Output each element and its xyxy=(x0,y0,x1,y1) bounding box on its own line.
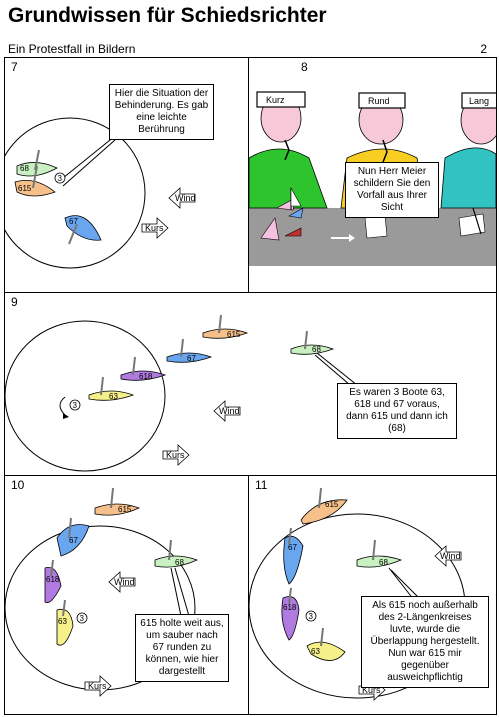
mark-buoy: 3 xyxy=(54,172,66,184)
speech-pointer xyxy=(388,567,415,601)
panel-7-drawing: 68 615 3 67 Wind Kurs xyxy=(5,117,196,269)
speech-bubble: Als 615 noch außerhalb des 2-Längenkreis… xyxy=(361,596,489,688)
zone-circle xyxy=(5,117,146,269)
panel-number: 8 xyxy=(301,60,308,74)
boat-label: 618 xyxy=(283,603,297,612)
panel-number: 11 xyxy=(255,478,268,492)
panel-9: 9 615 67 618 63 68 xyxy=(4,292,497,478)
speech-pointer xyxy=(62,135,116,179)
boat-label: 67 xyxy=(69,536,78,545)
boat-615: 615 xyxy=(94,487,141,516)
boat-label: 67 xyxy=(187,354,196,363)
svg-text:3: 3 xyxy=(80,614,85,623)
boat-label: 615 xyxy=(325,500,339,509)
panel-number: 10 xyxy=(11,478,25,492)
model-boat xyxy=(260,186,304,241)
boat-68: 68 xyxy=(290,330,335,355)
judge-sign: Lang xyxy=(469,96,489,106)
judge-sign: Rund xyxy=(368,96,390,106)
panel-7: 7 68 615 3 67 Wind Kurs xyxy=(4,57,250,295)
svg-text:Wind: Wind xyxy=(175,193,196,203)
boat-618: 618 xyxy=(44,559,62,604)
speech-bubble: Es waren 3 Boote 63, 618 und 67 voraus, … xyxy=(337,383,457,439)
svg-text:Wind: Wind xyxy=(440,551,461,561)
mark-buoy: 3 xyxy=(59,396,81,419)
panel-8: 8 Kurz Rund Lang xyxy=(248,57,497,295)
boat-label: 615 xyxy=(18,184,32,193)
course-arrow: Kurs xyxy=(162,444,190,466)
boat-615: 615 xyxy=(300,487,348,525)
svg-text:Wind: Wind xyxy=(219,406,240,416)
wind-arrow: Wind xyxy=(168,187,196,209)
boat-68: 68 xyxy=(154,539,199,568)
boat-label: 68 xyxy=(379,558,388,567)
page-number: 2 xyxy=(480,42,487,56)
panel-9-drawing: 615 67 618 63 68 3 W xyxy=(5,314,358,472)
boat-67: 67 xyxy=(283,527,304,585)
panel-11: 11 615 67 68 618 63 xyxy=(248,475,497,715)
course-arrow: Kurs xyxy=(84,675,112,697)
mark-buoy: 3 xyxy=(76,612,88,624)
boat-68: 68 xyxy=(356,539,403,568)
svg-text:Kurs: Kurs xyxy=(88,681,107,691)
boat-label: 67 xyxy=(288,543,297,552)
svg-text:Kurs: Kurs xyxy=(166,450,185,460)
boat-63: 63 xyxy=(88,376,135,401)
boat-label: 68 xyxy=(175,558,184,567)
svg-text:Wind: Wind xyxy=(114,577,135,587)
wind-arrow: Wind xyxy=(108,571,136,593)
boat-63: 63 xyxy=(306,627,346,661)
speech-pointer xyxy=(314,354,351,386)
boat-label: 68 xyxy=(20,164,29,173)
mark-buoy: 3 xyxy=(305,610,317,622)
speech-pointer xyxy=(170,567,182,617)
judge-sign: Kurz xyxy=(266,95,285,105)
boat-label: 68 xyxy=(312,345,321,354)
panel-10: 10 615 67 68 618 63 xyxy=(4,475,250,715)
boat-618: 618 xyxy=(120,356,167,381)
judge-kurz: Kurz xyxy=(249,91,328,209)
boat-label: 618 xyxy=(139,372,153,381)
speech-bubble: Hier die Situation der Behinderung. Es g… xyxy=(109,84,214,140)
boat-615: 615 xyxy=(14,165,56,197)
boat-label: 615 xyxy=(118,505,132,514)
boat-67: 67 xyxy=(56,517,90,557)
svg-text:3: 3 xyxy=(58,174,63,183)
boat-67: 67 xyxy=(64,215,102,245)
panel-10-drawing: 615 67 68 618 63 3 Wind xyxy=(5,487,199,697)
page-title: Grundwissen für Schiedsrichter xyxy=(8,4,327,27)
svg-text:Kurs: Kurs xyxy=(362,685,381,695)
boat-label: 67 xyxy=(69,217,78,226)
panel-8-drawing: Kurz Rund Lang xyxy=(249,91,496,266)
boat-67: 67 xyxy=(166,338,213,363)
zone-circle xyxy=(5,320,166,472)
panel-number: 7 xyxy=(11,60,18,74)
course-arrow: Kurs xyxy=(141,217,169,239)
boat-label: 615 xyxy=(227,330,241,339)
speech-bubble: Nun Herr Meier schildern Sie den Vorfall… xyxy=(345,162,439,218)
boat-label: 63 xyxy=(58,617,67,626)
page-subtitle: Ein Protestfall in Bildern xyxy=(8,42,136,56)
boat-label: 618 xyxy=(46,575,60,584)
boat-68: 68 xyxy=(16,149,58,177)
svg-text:Kurs: Kurs xyxy=(145,223,164,233)
speech-bubble: 615 holte weit aus, um sauber nach 67 ru… xyxy=(135,614,229,682)
panel-number: 9 xyxy=(11,295,18,309)
wind-arrow: Wind xyxy=(213,400,241,422)
panel-11-drawing: 615 67 68 618 63 3 Wind xyxy=(249,487,466,701)
boat-615: 615 xyxy=(202,314,249,339)
boat-label: 63 xyxy=(311,647,320,656)
svg-text:3: 3 xyxy=(309,612,314,621)
boat-label: 63 xyxy=(109,392,118,401)
svg-text:3: 3 xyxy=(73,401,78,410)
boat-618: 618 xyxy=(281,587,300,641)
boat-63: 63 xyxy=(56,599,74,646)
judge-lang: Lang xyxy=(440,92,496,209)
wind-arrow: Wind xyxy=(434,545,462,567)
